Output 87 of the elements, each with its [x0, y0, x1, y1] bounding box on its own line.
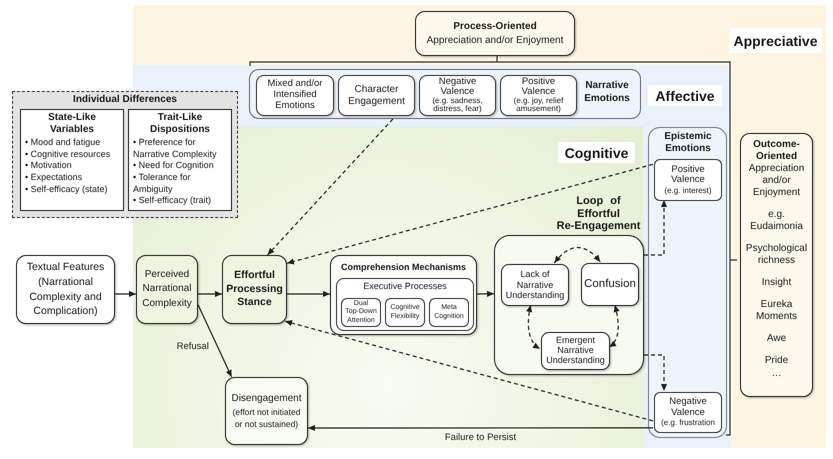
- dashed-double-arrow: [554, 246, 601, 264]
- edge-label: Refusal: [176, 340, 209, 352]
- rounded-box: [500, 75, 577, 116]
- box-heading: Trait-Like Dispositions: [148, 112, 211, 136]
- dashed-arrow: [644, 200, 668, 256]
- rounded-box: [581, 263, 639, 306]
- edge-label: Failure to Persist: [444, 432, 516, 444]
- arrow: [308, 424, 653, 432]
- list-item: • Tolerance for Ambiguity: [133, 172, 192, 196]
- box-text: Emergent Narrative Understanding: [545, 336, 606, 366]
- box-heading: Comprehension Mechanisms: [340, 262, 466, 273]
- group-box: [648, 127, 727, 438]
- list-item: • Motivation: [25, 160, 72, 172]
- box-text: Lack of Narrative Understanding: [504, 269, 566, 301]
- zone-label: Cognitive: [558, 142, 635, 163]
- box-text: Appreciation and/or Enjoyment: [426, 34, 564, 47]
- list-item: • Self-efficacy (state): [25, 184, 108, 196]
- rounded-box: [222, 255, 287, 324]
- box-text: (e.g. sadness, distress, fear): [431, 97, 484, 114]
- dashed-arrow: [267, 118, 394, 256]
- group-box: [336, 278, 474, 331]
- zone-label: Appreciative: [729, 28, 822, 53]
- box-text: Disengagement: [231, 392, 302, 406]
- rounded-box: [225, 377, 308, 445]
- box-text: Mixed and/or Intensified Emotions: [266, 79, 324, 112]
- dashed-double-arrow: [608, 304, 620, 348]
- rounded-box: [654, 159, 722, 201]
- list-item: • Preference for Narrative Complexity: [133, 137, 218, 160]
- rounded-box: [419, 75, 496, 116]
- box-heading: Individual Differences: [73, 93, 177, 106]
- list-item: • Expectations: [25, 172, 82, 184]
- box-text: Awe: [766, 333, 786, 345]
- list-item: • Mood and fatigue: [25, 137, 100, 149]
- box-heading: Executive Processes: [363, 281, 447, 292]
- box-text: Negative Valence: [438, 77, 476, 98]
- box-text: Eureka Moments: [754, 299, 798, 323]
- box-text: Textual Features (Narrational Complexity and Complication): [26, 260, 106, 319]
- box-heading: Outcome-Oriented: [752, 139, 801, 163]
- box-text: Confusion: [584, 278, 636, 292]
- rounded-box: [16, 255, 115, 324]
- dashed-arrow: [284, 320, 654, 422]
- box-text: (e.g. interest): [664, 186, 712, 196]
- rounded-box: [256, 75, 334, 116]
- box-heading: Loop of Effortful Re-Engagement: [556, 195, 642, 233]
- box-text: Character Engagement: [347, 84, 406, 108]
- box-text: Psychological richness: [744, 243, 808, 267]
- box-text: (e.g. frustration: [661, 418, 715, 428]
- zone-label: Affective: [648, 85, 722, 106]
- list-box: [128, 109, 232, 211]
- dashed-double-arrow: [526, 304, 540, 350]
- box-heading: State-Like Variables: [47, 112, 97, 136]
- box-text: Effortful Processing Stance: [225, 269, 284, 310]
- box-text: Insight: [762, 277, 792, 289]
- box-heading: Process-Oriented: [453, 20, 537, 34]
- box-text: Appreciation and/or Enjoyment: [748, 163, 806, 199]
- box-heading: Narrative Emotions: [583, 80, 631, 105]
- rounded-box: [429, 298, 469, 327]
- arrow: [287, 290, 330, 298]
- box-heading: Epistemic Emotions: [663, 131, 713, 154]
- list-item: • Need for Cognition: [133, 160, 214, 172]
- box-text: e.g. Eudaimonia: [749, 209, 804, 233]
- dashed-group-box: [12, 91, 238, 218]
- arrow: [477, 290, 494, 297]
- arrow: [198, 290, 222, 298]
- list-item: • Cognitive resources: [25, 148, 110, 160]
- rounded-box: [654, 392, 722, 433]
- dashed-arrow: [286, 164, 654, 264]
- rounded-box: [415, 11, 575, 56]
- box-text: Perceived Narrational Complexity: [141, 268, 193, 311]
- rounded-box: [740, 133, 813, 397]
- box-text: (e.g. joy, relief amusement): [512, 97, 564, 114]
- rounded-box: [338, 75, 415, 116]
- group-box: [330, 255, 477, 335]
- rounded-box: [136, 255, 198, 324]
- group-box: [249, 69, 641, 119]
- arrow: [115, 290, 136, 298]
- dashed-arrow: [644, 354, 668, 391]
- box-text: Positive Valence: [522, 77, 556, 98]
- box-text: Positive Valence: [670, 164, 706, 186]
- box-text: …: [772, 368, 782, 380]
- box-text: (effort not initiated or not sustained): [232, 407, 302, 430]
- box-text: Pride: [764, 355, 788, 367]
- list-box: [20, 109, 124, 211]
- arrow: [197, 304, 232, 378]
- rounded-box: [385, 298, 425, 327]
- list-item: • Self-efficacy (trait): [133, 195, 212, 208]
- box-text: Negative Valence: [668, 397, 708, 418]
